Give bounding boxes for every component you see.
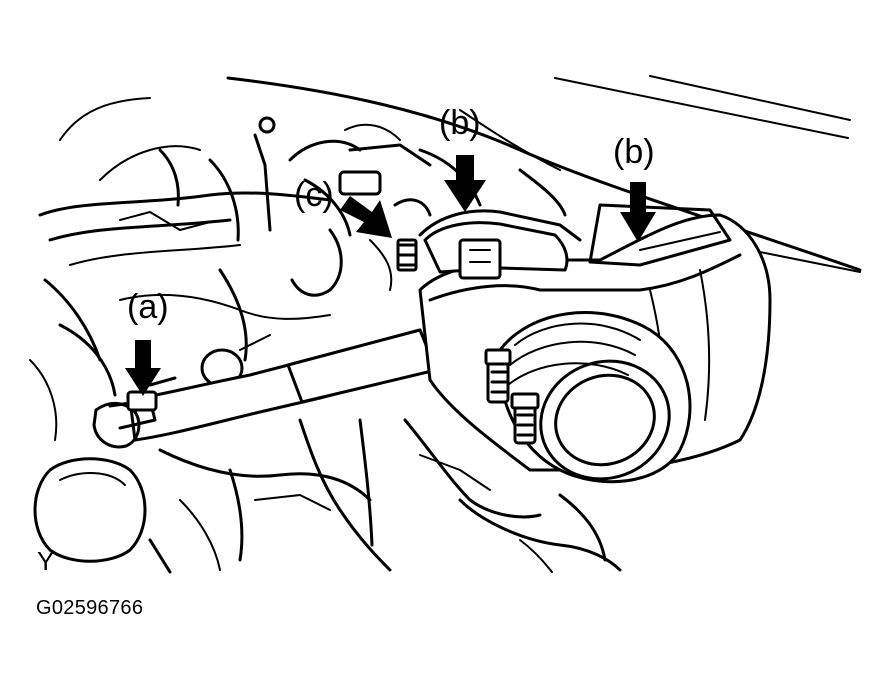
arrow-b-right-icon	[620, 182, 656, 242]
figure-code: G02596766	[36, 597, 144, 619]
callout-b-center: (b)	[439, 104, 481, 142]
intake-boot	[484, 311, 692, 484]
arrow-a-icon	[125, 340, 161, 396]
corner-letter: Y	[37, 546, 55, 576]
callout-a: (a)	[127, 288, 169, 326]
hose-assembly	[92, 328, 438, 449]
arrow-b-center-icon	[444, 155, 486, 212]
engine-lower	[33, 418, 622, 574]
callout-b-right: (b)	[613, 133, 655, 171]
arrow-c-icon	[340, 196, 392, 238]
callout-c: (c)	[294, 176, 334, 214]
engine-background	[29, 97, 567, 441]
